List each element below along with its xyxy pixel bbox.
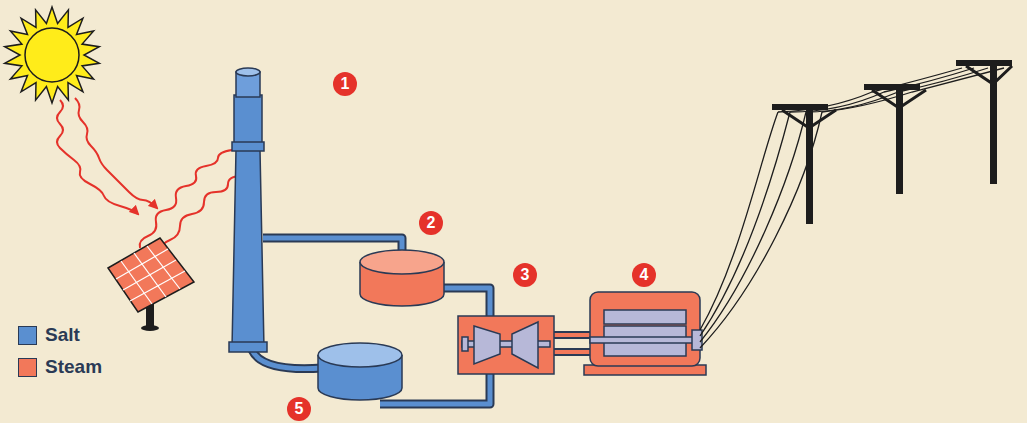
legend-swatch [18,326,37,345]
hot-tank [360,250,444,306]
callout-text: 2 [427,215,436,231]
callout-number: 2 [419,211,443,235]
callout-text: 4 [640,267,649,283]
pipes [252,238,590,404]
callout-number: 4 [632,263,656,287]
power-lines [700,68,1004,348]
legend-label: Steam [45,356,102,378]
legend-row: Salt [18,324,80,346]
callout-text: 3 [521,267,530,283]
generator [584,292,706,375]
legend-label: Salt [45,324,80,346]
receiver-tower [229,68,267,352]
callout-number: 1 [333,72,357,96]
heliostat [108,238,194,331]
light-rays [57,98,256,252]
legend-swatch [18,358,37,377]
steam-turbine [458,316,554,374]
sun [5,7,100,103]
callout-text: 1 [341,76,350,92]
legend-row: Steam [18,356,102,378]
callout-text: 5 [295,401,304,417]
callout-number: 3 [513,263,537,287]
callout-number: 5 [287,397,311,421]
cold-tank [318,343,402,400]
utility-poles [772,60,1012,224]
